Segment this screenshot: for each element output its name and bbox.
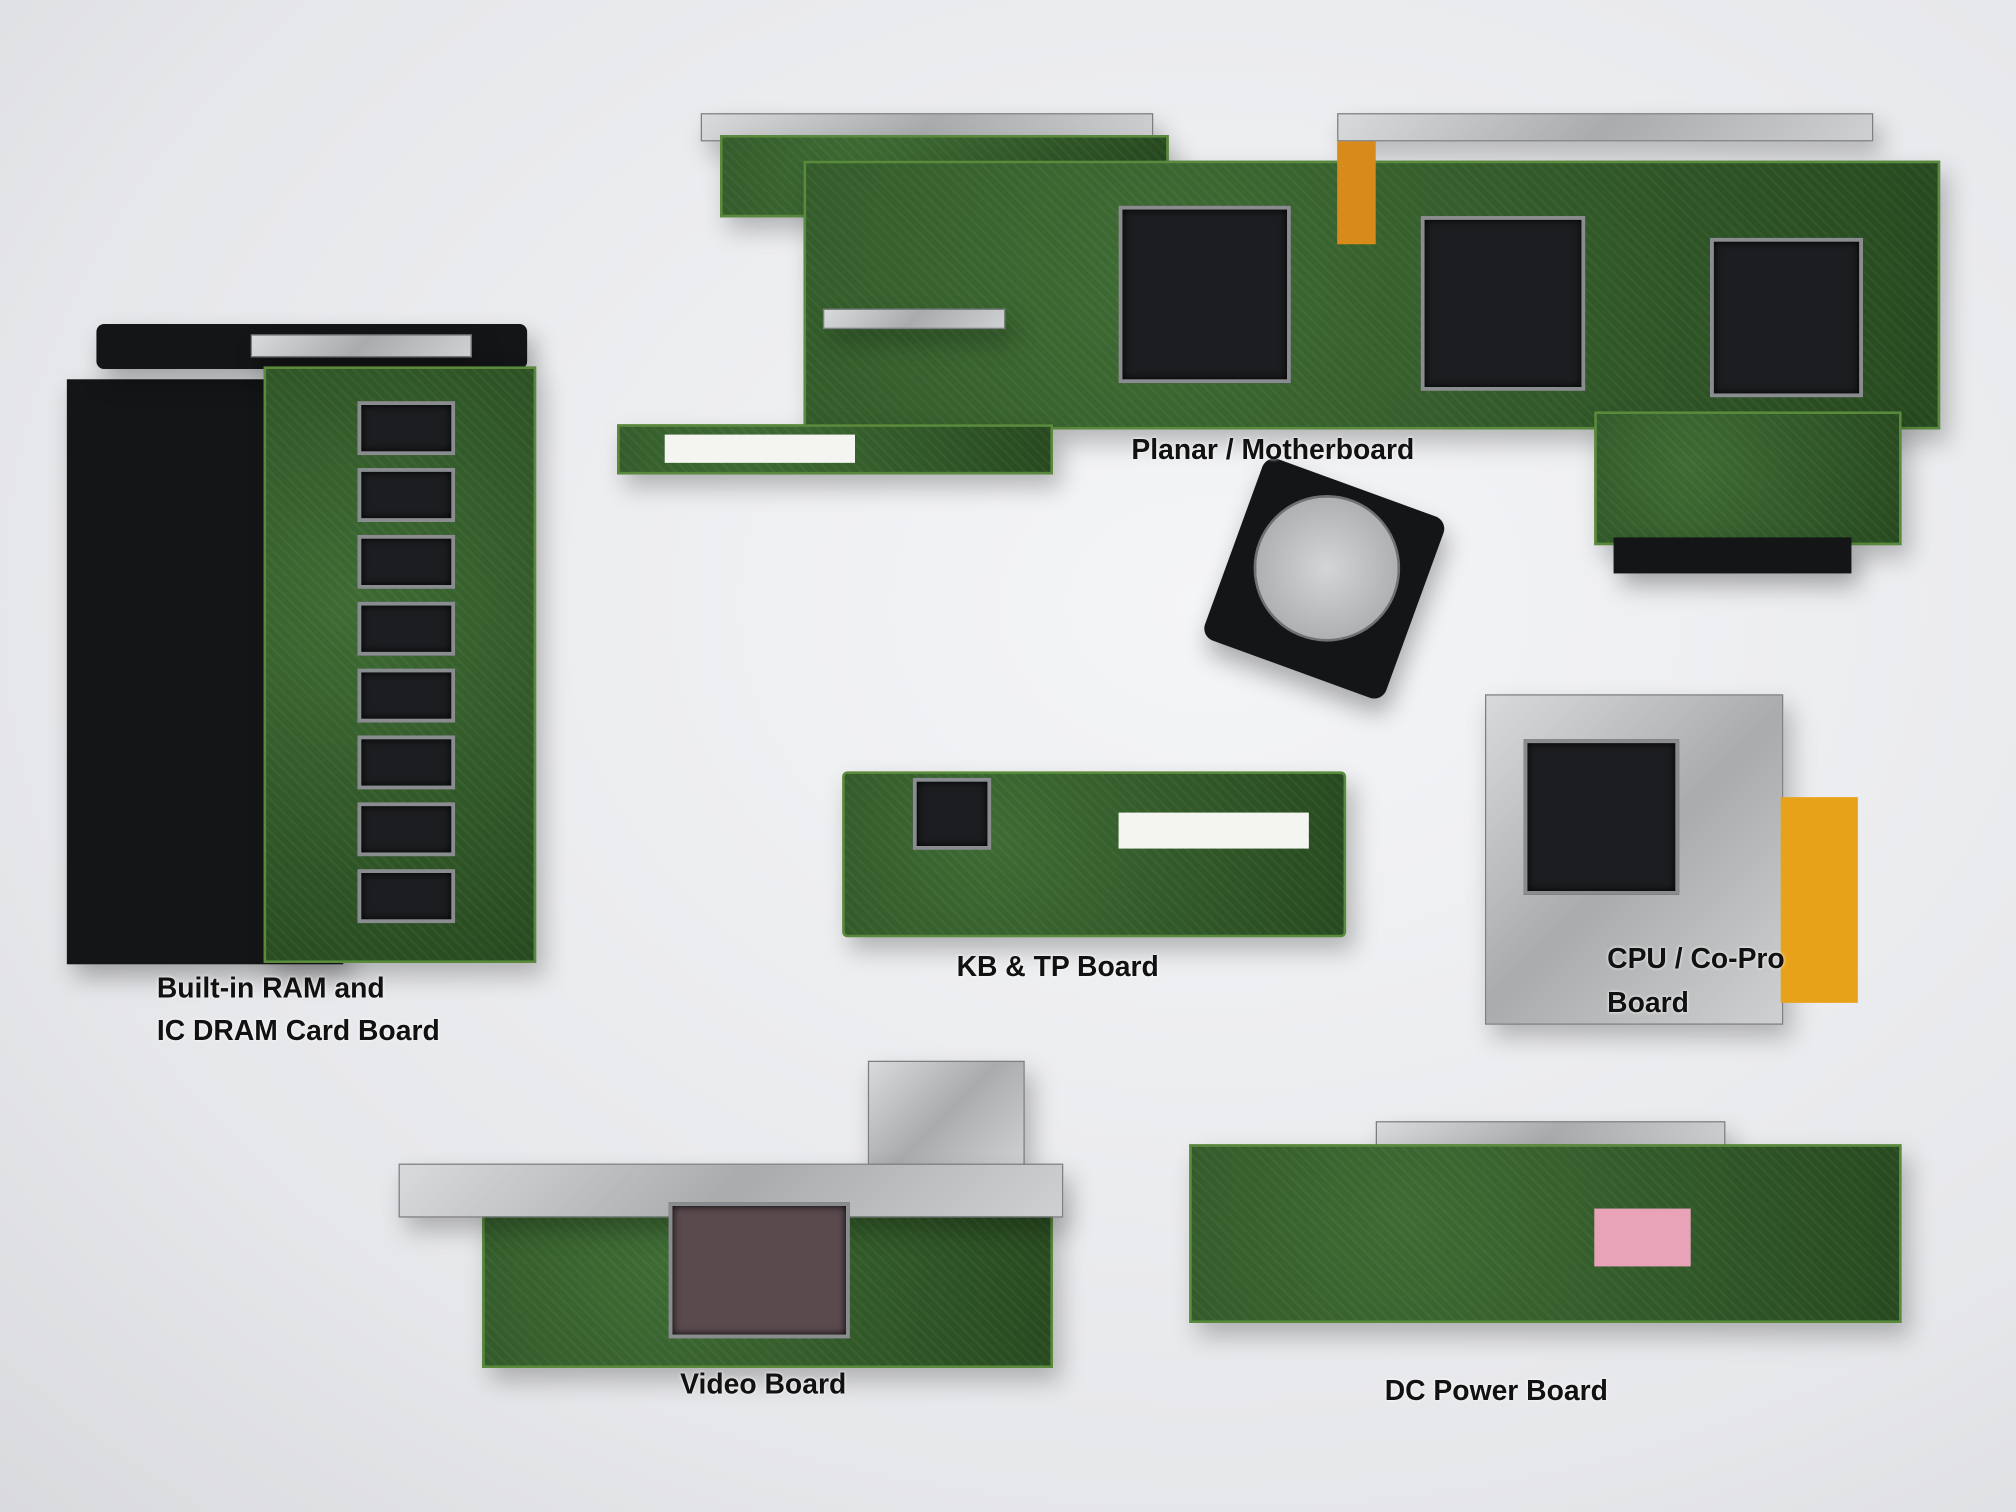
video-vga-connector	[867, 1060, 1025, 1167]
label-ram-line2: IC DRAM Card Board	[156, 1014, 440, 1047]
motherboard-bracket-right	[1337, 113, 1874, 142]
label-cpu-line1: CPU / Co-Pro	[1607, 942, 1785, 975]
label-ram-line1: Built-in RAM and	[156, 971, 385, 1005]
orange-flex-cable	[1337, 141, 1376, 245]
dc-power-board-pcb	[1189, 1144, 1902, 1323]
motherboard-connector	[1613, 537, 1852, 574]
motherboard-barcode-sticker	[664, 434, 855, 463]
ram-chip	[357, 802, 456, 857]
label-kb-tp: KB & TP Board	[956, 950, 1159, 983]
ram-chip	[357, 401, 456, 456]
ram-board-pcb	[263, 366, 537, 963]
label-dc-power: DC Power Board	[1384, 1374, 1608, 1407]
dc-power-pink-label	[1594, 1208, 1691, 1267]
motherboard-socket	[822, 308, 1006, 330]
ram-chip	[357, 534, 456, 589]
ram-chip	[357, 735, 456, 790]
speaker-icon	[1253, 494, 1401, 642]
cpu-socket	[1523, 739, 1680, 895]
video-chip	[668, 1202, 850, 1339]
label-cpu-line2: Board	[1607, 986, 1689, 1019]
kb-tp-chip	[912, 777, 992, 850]
motherboard-chip-3	[1709, 237, 1863, 398]
label-motherboard: Planar / Motherboard	[1131, 433, 1415, 466]
cpu-kapton-flex	[1780, 797, 1858, 1003]
motherboard-pcb-right	[1594, 411, 1902, 546]
motherboard-chip-2	[1420, 215, 1586, 391]
label-video: Video Board	[680, 1367, 847, 1401]
ram-chip	[357, 601, 456, 656]
motherboard-chip-1	[1118, 205, 1291, 384]
kb-tp-barcode-sticker	[1118, 812, 1309, 849]
ram-chip	[357, 668, 456, 723]
ram-chip	[357, 869, 456, 924]
ram-chip	[357, 467, 456, 522]
ram-board-connector	[250, 334, 472, 358]
